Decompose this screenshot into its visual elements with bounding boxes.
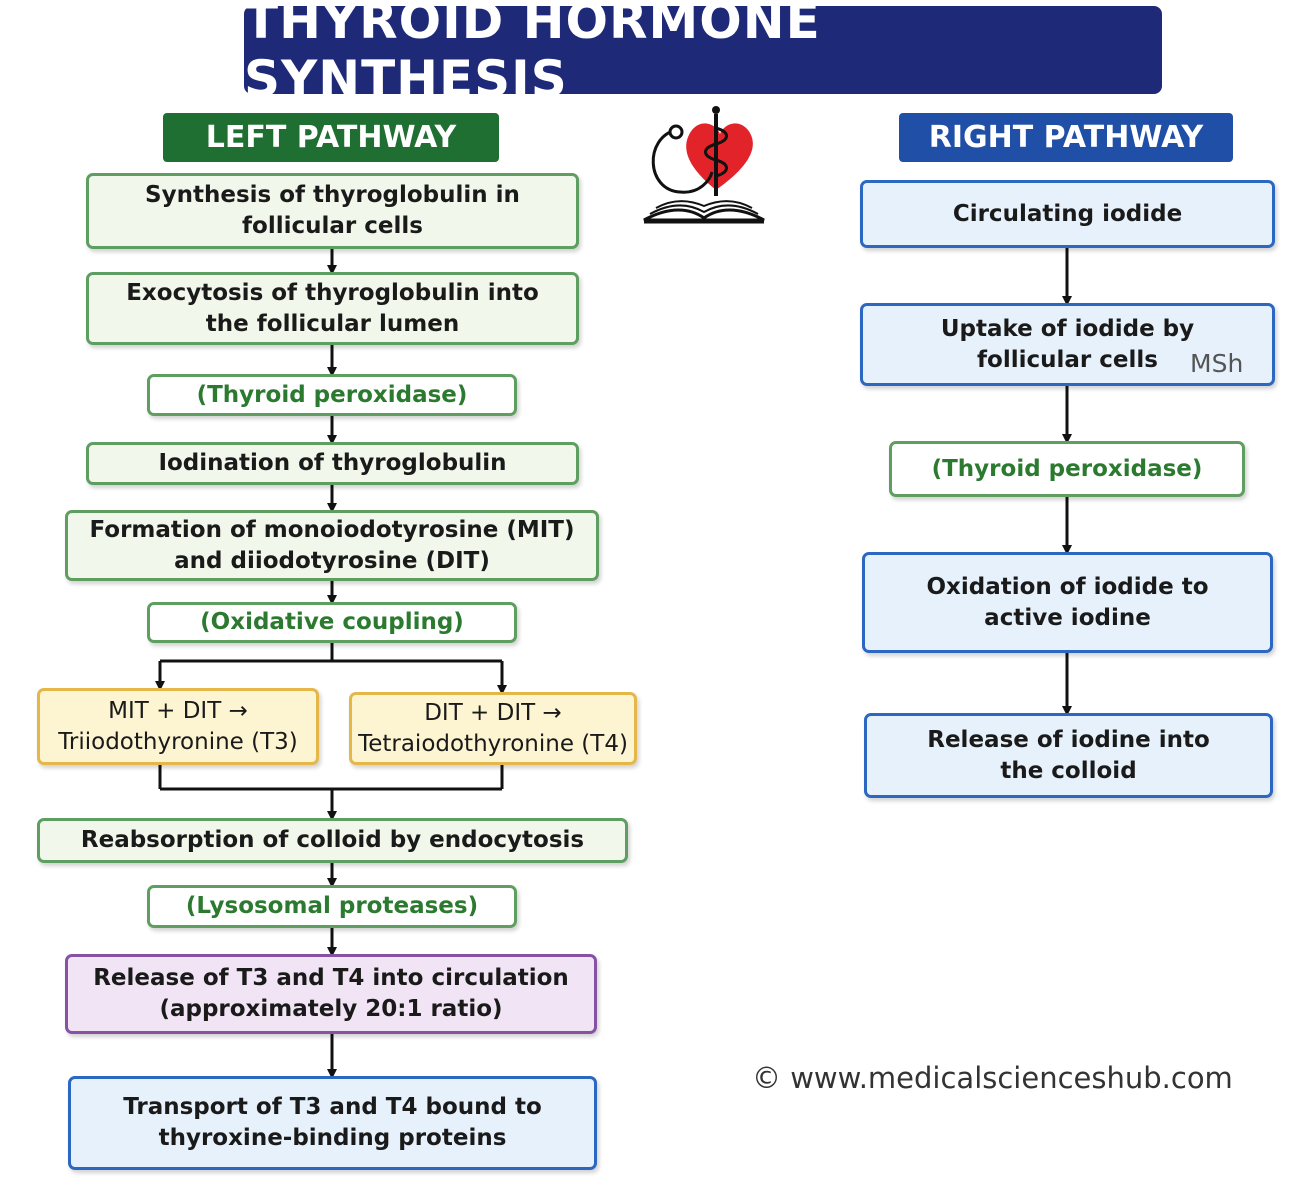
right-step-iodine-release: Release of iodine into the colloid [864, 713, 1273, 798]
left-step-colloid-reabsorption: Reabsorption of colloid by endocytosis [37, 818, 628, 863]
step-text: active iodine [984, 604, 1151, 631]
left-enzyme-lysosomal-proteases: (Lysosomal proteases) [147, 885, 517, 928]
watermark-text: MSh [1190, 349, 1244, 378]
step-text: Reabsorption of colloid by endocytosis [80, 827, 585, 853]
step-text: Iodination of thyroglobulin [158, 450, 507, 476]
left-pathway-header: LEFT PATHWAY [163, 113, 499, 162]
enzyme-text: (Thyroid peroxidase) [931, 455, 1203, 482]
right-step-circulating-iodide: Circulating iodide [860, 180, 1275, 248]
page-title: THYROID HORMONE SYNTHESIS [244, 0, 1162, 108]
step-text: the colloid [1000, 757, 1137, 784]
step-text: thyroxine-binding proteins [158, 1125, 507, 1151]
left-step-iodination: Iodination of thyroglobulin [86, 442, 579, 485]
step-text: and diiodotyrosine (DIT) [174, 547, 490, 574]
step-text: Uptake of iodide by [940, 315, 1195, 342]
step-text: Synthesis of thyroglobulin in [145, 182, 520, 208]
step-text: Exocytosis of thyroglobulin into [126, 279, 539, 306]
left-pathway-header-text: LEFT PATHWAY [205, 120, 457, 155]
enzyme-text: (Lysosomal proteases) [185, 893, 479, 919]
step-text: follicular cells [977, 346, 1158, 373]
right-pathway-header-text: RIGHT PATHWAY [928, 120, 1204, 155]
branch-text: MIT + DIT → [108, 697, 248, 724]
step-text: Oxidation of iodide to [926, 573, 1209, 600]
left-enzyme-thyroid-peroxidase: (Thyroid peroxidase) [147, 374, 517, 416]
right-enzyme-thyroid-peroxidase: (Thyroid peroxidase) [889, 441, 1245, 497]
step-text: Transport of T3 and T4 bound to [123, 1094, 542, 1120]
branch-t4-formation: DIT + DIT → Tetraiodothyronine (T4) [349, 692, 637, 765]
branch-text: Triiodothyronine (T3) [58, 728, 298, 755]
branch-text: DIT + DIT → [424, 699, 562, 726]
branch-t3-formation: MIT + DIT → Triiodothyronine (T3) [37, 688, 319, 765]
step-text: Release of iodine into [927, 726, 1210, 753]
left-step-t3-t4-release: Release of T3 and T4 into circulation (ap… [65, 954, 597, 1034]
step-text: (approximately 20:1 ratio) [159, 996, 503, 1022]
left-step-t3-t4-transport: Transport of T3 and T4 bound to thyroxine… [68, 1076, 597, 1170]
branch-text: Tetraiodothyronine (T4) [358, 730, 628, 757]
step-text: the follicular lumen [205, 310, 460, 337]
left-step-thyroglobulin-synthesis: Synthesis of thyroglobulin in follicular … [86, 173, 579, 249]
right-step-iodide-uptake: Uptake of iodide by follicular cells [860, 303, 1275, 386]
copyright-text: © www.medicalscienceshub.com [752, 1061, 1233, 1095]
step-text: Circulating iodide [952, 200, 1183, 227]
enzyme-text: (Oxidative coupling) [200, 609, 464, 635]
page-title-text: THYROID HORMONE SYNTHESIS [244, 0, 821, 108]
step-text: Release of T3 and T4 into circulation [93, 965, 569, 991]
enzyme-text: (Thyroid peroxidase) [196, 381, 468, 408]
step-text: follicular cells [242, 213, 423, 239]
left-step-mit-dit-formation: Formation of monoiodotyrosine (MIT) and d… [65, 510, 599, 581]
stethoscope-heart-caduceus-book-icon [640, 104, 768, 228]
right-pathway-header: RIGHT PATHWAY [899, 113, 1233, 162]
left-enzyme-oxidative-coupling: (Oxidative coupling) [147, 602, 517, 643]
left-step-exocytosis: Exocytosis of thyroglobulin into the foll… [86, 272, 579, 345]
step-text: Formation of monoiodotyrosine (MIT) [89, 516, 575, 543]
right-step-iodide-oxidation: Oxidation of iodide to active iodine [862, 552, 1273, 653]
